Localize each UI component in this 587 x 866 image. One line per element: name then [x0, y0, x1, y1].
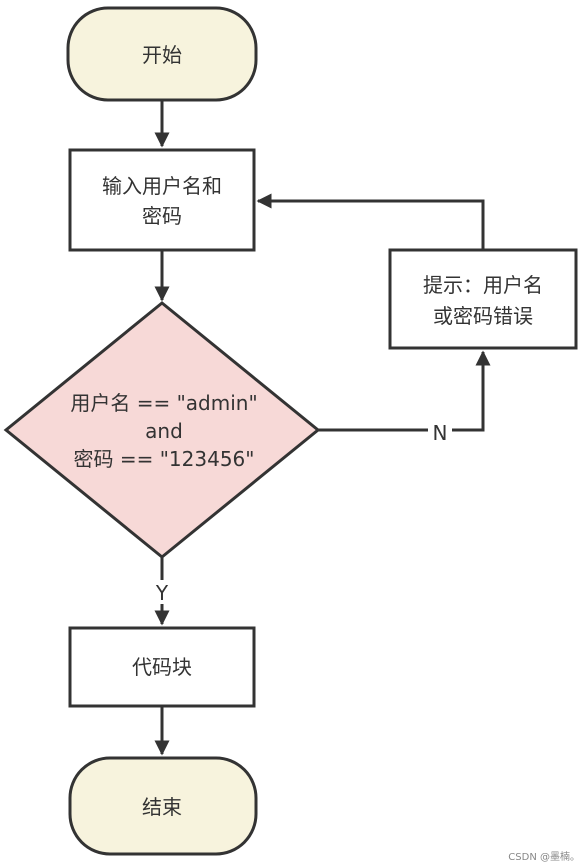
decision-label-line1: 用户名 == "admin": [70, 391, 257, 415]
edge-error-to-input: [256, 193, 485, 250]
no-label-bg: [428, 420, 452, 442]
error-label-line2: 或密码错误: [433, 304, 533, 328]
no-edge-label: N: [433, 421, 448, 445]
edge-decision-to-error: [318, 350, 491, 432]
input-label-line1: 输入用户名和: [102, 174, 222, 198]
error-label-line1: 提示：用户名: [423, 273, 543, 297]
watermark-text: CSDN @墨楠。: [508, 850, 580, 863]
yes-label-bg: [151, 580, 173, 604]
start-label: 开始: [142, 43, 182, 67]
end-node: 结束: [68, 756, 258, 856]
yes-edge-label: Y: [155, 581, 169, 605]
decision-label-line2: and: [145, 419, 183, 443]
input-node: 输入用户名和 密码: [68, 148, 256, 252]
start-node: 开始: [66, 6, 258, 102]
decision-node: 用户名 == "admin" and 密码 == "123456": [3, 301, 321, 559]
end-label: 结束: [142, 795, 182, 819]
decision-label-line3: 密码 == "123456": [74, 447, 255, 471]
code-node: 代码块: [68, 626, 256, 708]
error-node: 提示：用户名 或密码错误: [388, 248, 578, 350]
code-label: 代码块: [132, 655, 192, 679]
input-label-line2: 密码: [142, 204, 182, 228]
